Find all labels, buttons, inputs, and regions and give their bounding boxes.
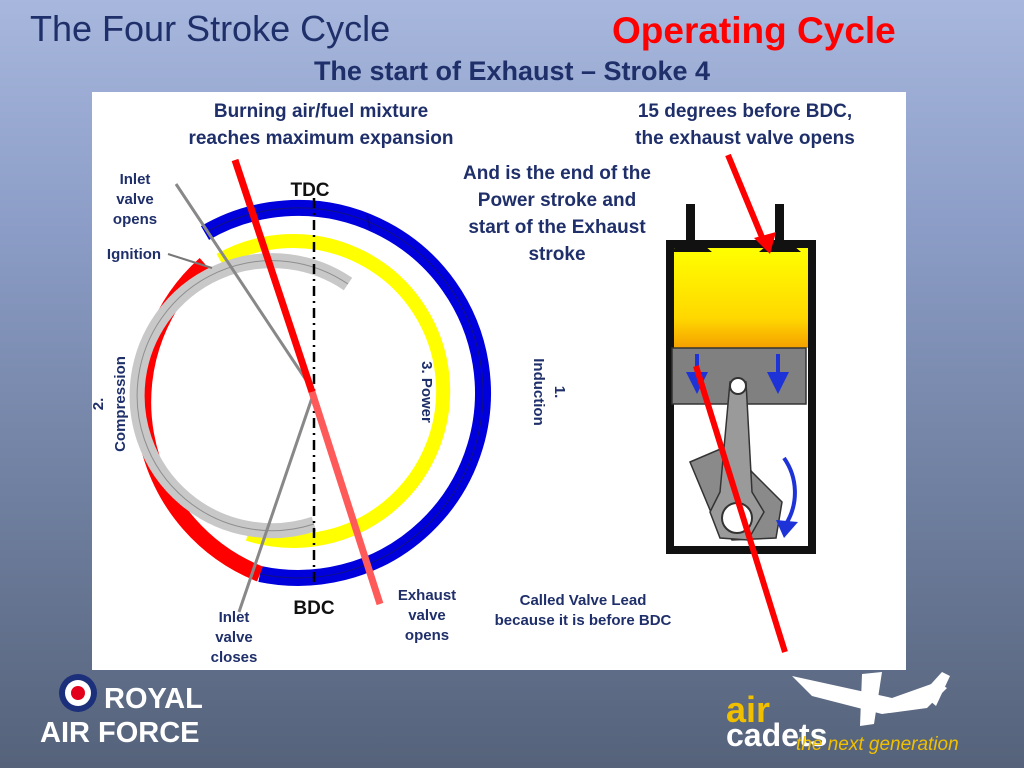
ignition-label: Ignition	[107, 246, 161, 263]
slide-subtitle: The start of Exhaust – Stroke 4	[313, 56, 711, 86]
ignition-pointer	[167, 253, 213, 269]
end-power-text-2: Power stroke and	[478, 190, 636, 211]
cadets-logo-air: air	[726, 689, 770, 730]
valve-lead-line	[693, 365, 788, 653]
cadets-logo-tagline: the next generation	[796, 734, 959, 755]
slide-title: The Four Stroke Cycle	[30, 8, 391, 49]
inlet-opens-line	[174, 183, 316, 393]
inlet-closes-label-3: closes	[211, 649, 258, 666]
aircraft-icon	[792, 672, 950, 726]
compression-number: 2.	[92, 398, 107, 411]
degrees-text-2: the exhaust valve opens	[635, 128, 855, 149]
exhaust-line-lower	[308, 390, 384, 606]
inlet-opens-label-1: Inlet	[120, 171, 151, 188]
inlet-closes-line	[237, 391, 316, 613]
raf-logo: ROYAL AIR FORCE	[40, 674, 203, 749]
air-cadets-logo: air cadets the next generation	[726, 672, 959, 755]
valve-lead-label-1: Called Valve Lead	[520, 592, 647, 609]
inlet-opens-label-3: opens	[113, 211, 157, 228]
inlet-closes-label-2: valve	[215, 629, 253, 646]
cadets-logo-cadets: cadets	[726, 717, 827, 753]
induction-number: 1.	[551, 386, 568, 399]
burning-text-1: Burning air/fuel mixture	[214, 101, 428, 122]
four-stroke-diagram: Burning air/fuel mixture reaches maximum…	[92, 101, 855, 666]
power-ring	[216, 234, 451, 548]
induction-label: Induction	[530, 358, 547, 426]
burning-gas	[674, 248, 808, 348]
end-power-text-4: stroke	[528, 244, 585, 265]
rotation-arrow-icon	[782, 456, 797, 526]
exhaust-opens-label-3: opens	[405, 627, 449, 644]
bdc-label: BDC	[293, 598, 334, 619]
inlet-valve	[670, 204, 712, 252]
diagram-panel: Burning air/fuel mixture reaches maximum…	[92, 92, 906, 670]
down-arrow-icon	[767, 354, 789, 394]
inlet-closes-label-1: Inlet	[219, 609, 250, 626]
exhaust-valve-pointer	[725, 153, 767, 244]
raf-logo-royal: ROYAL	[104, 683, 203, 715]
burning-text-2: reaches maximum expansion	[188, 128, 453, 149]
tdc-label: TDC	[290, 180, 329, 201]
compression-label: Compression	[112, 356, 129, 452]
power-label: 3. Power	[418, 361, 435, 423]
degrees-text-1: 15 degrees before BDC,	[638, 101, 852, 122]
raf-logo-airforce: AIR FORCE	[40, 717, 200, 749]
valve-lead-label-2: because it is before BDC	[495, 612, 672, 629]
inlet-opens-label-2: valve	[116, 191, 154, 208]
engine-cylinder	[666, 204, 816, 554]
exhaust-opens-label-1: Exhaust	[398, 587, 456, 604]
operating-cycle-heading: Operating Cycle	[612, 10, 896, 51]
end-power-text-3: start of the Exhaust	[468, 217, 646, 238]
exhaust-opens-label-2: valve	[408, 607, 446, 624]
exhaust-line-upper	[231, 158, 316, 394]
end-power-text-1: And is the end of the	[463, 163, 651, 184]
